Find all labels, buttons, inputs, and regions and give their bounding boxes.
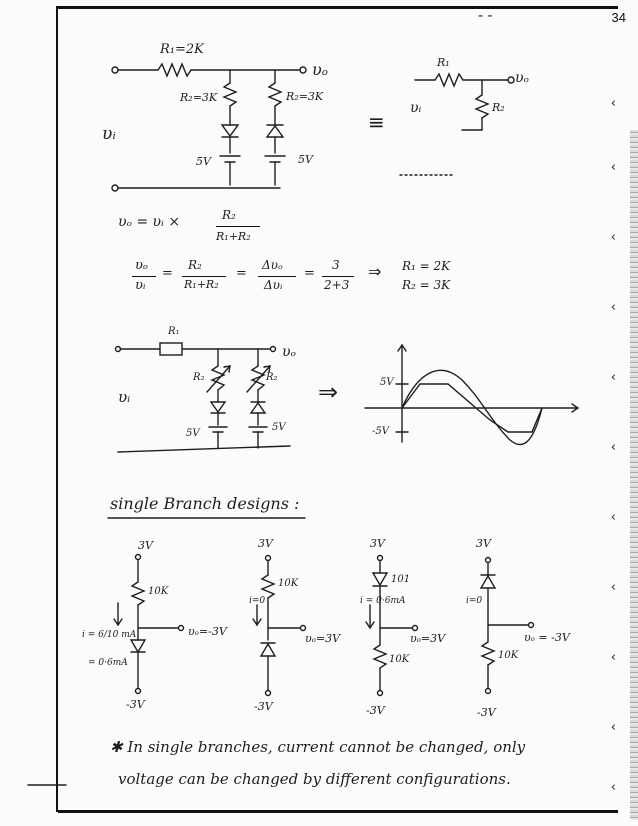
equivalent-circuit xyxy=(399,72,515,176)
edge-mark: ‹ xyxy=(610,96,616,111)
formula-2-implies: ⇒ xyxy=(368,262,382,281)
b3-top: 3V xyxy=(370,537,385,550)
formula-2-bar2 xyxy=(182,276,226,277)
c2-vo-label: υₒ xyxy=(282,344,296,360)
eq-r1-label: R₁ xyxy=(437,56,450,69)
formula-2-result2: R₂ = 3K xyxy=(402,278,451,292)
formula-2-eq1: = xyxy=(162,266,173,281)
b3-bottom: -3V xyxy=(366,704,385,717)
top-dash: - - xyxy=(478,8,493,24)
c2-arrow: ⇒ xyxy=(318,378,339,406)
circuit-2 xyxy=(114,342,291,453)
circuit-1 xyxy=(111,62,307,192)
c2-r1-label: R₁ xyxy=(168,326,180,337)
edge-mark: ‹ xyxy=(610,160,616,175)
eq-r2-label: R₂ xyxy=(492,101,505,114)
c1-src1-label: 5V xyxy=(196,155,211,168)
page-edge-strip xyxy=(630,130,638,820)
formula-2-frac3-num: Δυₒ xyxy=(262,258,283,272)
formula-1-num: R₂ xyxy=(222,208,236,222)
c1-vo-label: υₒ xyxy=(312,60,328,79)
eq-vi-label: υᵢ xyxy=(410,100,422,116)
c2-src1-label: 5V xyxy=(186,428,200,439)
formula-2-bar4 xyxy=(322,276,354,277)
branch-3 xyxy=(365,554,419,697)
formula-2-eq2: = xyxy=(236,266,247,281)
b1-bottom: -3V xyxy=(126,698,145,711)
c1-r2b-label: R₂=3K xyxy=(286,90,324,103)
bottom-border xyxy=(58,810,618,813)
formula-2-frac2-den: R₁+R₂ xyxy=(184,278,219,291)
b4-i: i=0 xyxy=(466,596,483,606)
top-border xyxy=(58,6,618,9)
c2-r2-label: R₂ xyxy=(193,372,205,383)
edge-mark: ‹ xyxy=(610,580,616,595)
edge-mark: ‹ xyxy=(610,440,616,455)
note-line-2: voltage can be changed by different conf… xyxy=(118,770,511,788)
b1-top: 3V xyxy=(138,539,153,552)
formula-2-frac4-den: 2+3 xyxy=(324,278,350,292)
formula-2-frac1-num: υₒ xyxy=(135,258,148,273)
b1-r: 10K xyxy=(148,586,169,597)
b3-vo: υₒ=3V xyxy=(410,632,446,645)
b4-bottom: -3V xyxy=(477,706,496,719)
branch-1 xyxy=(113,553,185,695)
formula-2-bar1 xyxy=(132,276,156,277)
formula-2-frac1-den: υᵢ xyxy=(135,278,146,293)
branch-2 xyxy=(252,554,307,697)
edge-mark: ‹ xyxy=(610,370,616,385)
b2-vo: υₒ=3V xyxy=(305,632,341,645)
note-line-1: ✱ In single branches, current cannot be … xyxy=(110,738,526,756)
c1-src2-label: 5V xyxy=(298,153,313,166)
formula-2-frac2-num: R₂ xyxy=(188,258,202,272)
waveform-neg-label: -5V xyxy=(372,426,389,437)
waveform-plot xyxy=(364,343,580,446)
formula-1-den: R₁+R₂ xyxy=(216,230,251,243)
c1-vi-label: υᵢ xyxy=(102,124,116,144)
left-margin-line xyxy=(56,6,58,812)
b1-vo: υₒ=-3V xyxy=(188,625,227,638)
edge-mark: ‹ xyxy=(610,510,616,525)
b2-i: i=0 xyxy=(249,596,266,606)
b2-top: 3V xyxy=(258,537,273,550)
edge-mark: ‹ xyxy=(610,230,616,245)
eq-vo-label: υₒ xyxy=(515,70,529,86)
edge-mark: ‹ xyxy=(610,780,616,795)
b4-vo: υₒ = -3V xyxy=(524,631,570,644)
b1-i: i = 6/10 mA xyxy=(82,630,137,640)
c1-r2-label: R₂=3K xyxy=(180,91,218,104)
formula-2-result1: R₁ = 2K xyxy=(402,259,451,273)
edge-mark: ‹ xyxy=(610,300,616,315)
b3-i: i = 0·6mA xyxy=(360,596,406,606)
b4-r: 10K xyxy=(498,650,519,661)
c2-r2b-label: R₂ xyxy=(266,372,278,383)
formula-2-bar3 xyxy=(258,276,296,277)
b1-i2: = 0·6mA xyxy=(88,658,128,668)
section-title: single Branch designs : xyxy=(110,494,300,513)
branch-4 xyxy=(479,556,535,695)
c2-src2-label: 5V xyxy=(272,422,286,433)
edge-mark: ‹ xyxy=(610,650,616,665)
edge-mark: ‹ xyxy=(610,720,616,735)
formula-2-frac3-den: Δυᵢ xyxy=(264,278,283,292)
b4-top: 3V xyxy=(476,537,491,550)
b2-bottom: -3V xyxy=(254,700,273,713)
formula-2-frac4-num: 3 xyxy=(332,258,340,272)
waveform-pos-label: 5V xyxy=(380,377,394,388)
c1-r1-label: R₁=2K xyxy=(160,42,204,57)
b3-r: 10K xyxy=(389,654,410,665)
b2-r: 10K xyxy=(278,578,299,589)
formula-1-lhs: υₒ = υᵢ × xyxy=(118,214,181,230)
b3-d: 101 xyxy=(391,574,411,585)
c2-vi-label: υᵢ xyxy=(118,388,131,406)
formula-2-eq3: = xyxy=(304,266,315,281)
formula-1-bar xyxy=(216,226,260,227)
equivalent-sign: ≡ xyxy=(368,110,385,134)
page-number: 34 xyxy=(611,10,626,25)
